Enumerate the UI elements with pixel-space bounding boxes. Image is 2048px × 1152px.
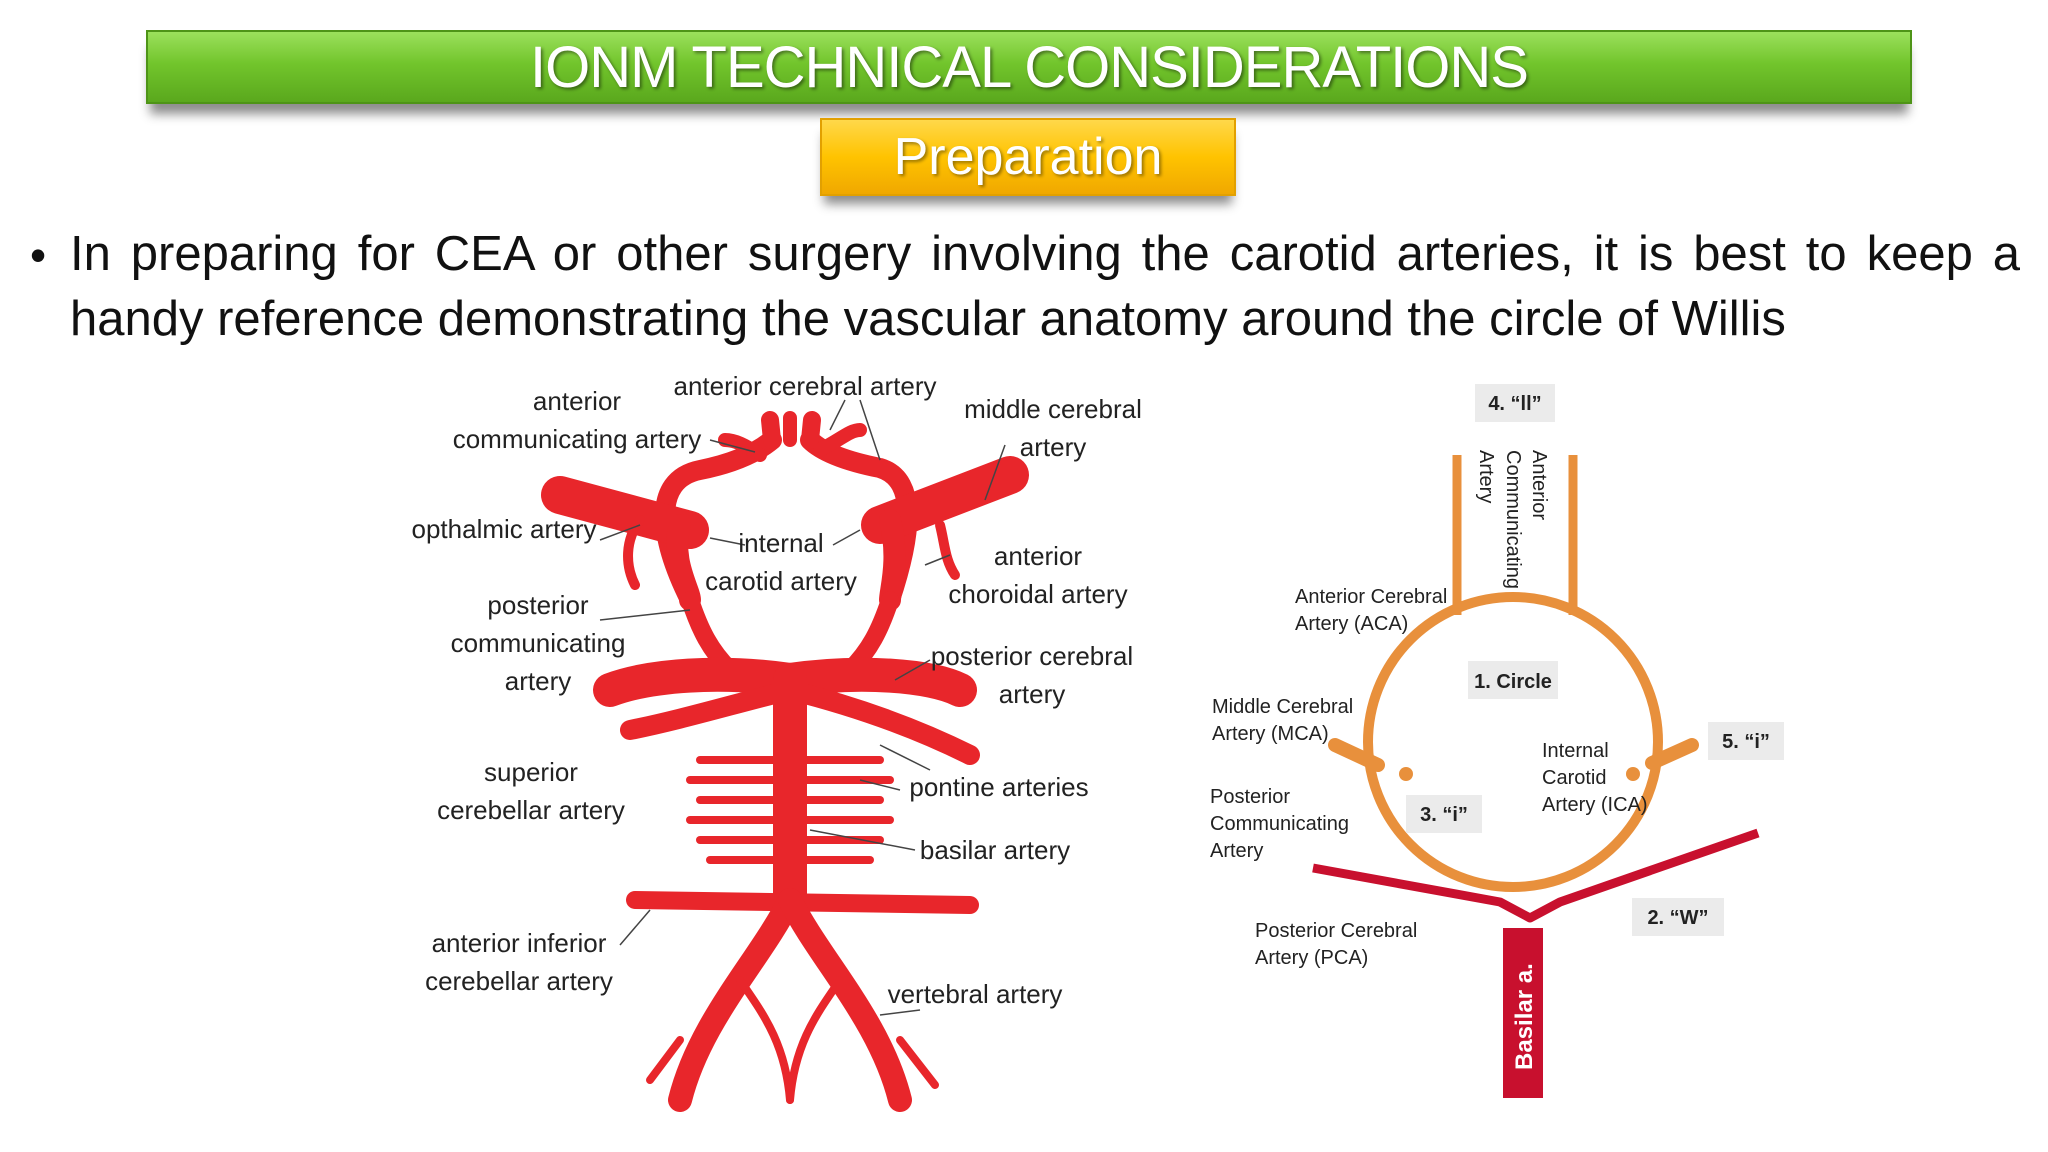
section-subtitle: Preparation xyxy=(893,128,1163,186)
box-4-label: 4. “ll” xyxy=(1488,393,1541,415)
box-5 xyxy=(1708,722,1784,760)
label-ica: Internal xyxy=(1542,740,1609,762)
label-superior-cerebellar: superior xyxy=(484,757,578,787)
mca-right-stub xyxy=(1645,738,1699,770)
label-pontine: pontine arteries xyxy=(909,772,1088,802)
label-opthalmic: opthalmic artery xyxy=(412,514,597,544)
label-acom: Artery xyxy=(1475,450,1497,503)
w-line xyxy=(1312,828,1760,923)
ica-left-dot xyxy=(1399,767,1413,781)
ica-right-dot xyxy=(1626,767,1640,781)
label-basilar-schematic: Basilar a. xyxy=(1511,963,1538,1070)
label-aica: cerebellar artery xyxy=(425,966,613,996)
bullet-point: • In preparing for CEA or other surgery … xyxy=(30,222,2020,352)
mca-left-stub xyxy=(1328,738,1385,772)
label-pca: Artery (PCA) xyxy=(1255,947,1368,969)
label-middle-cerebral: artery xyxy=(1020,432,1086,462)
circle-of-willis-schematic: 4. “ll” Artery Communicating Anterior An… xyxy=(1210,384,1784,1098)
subtitle-banner: Preparation xyxy=(820,118,1236,196)
label-middle-cerebral: middle cerebral xyxy=(964,394,1142,424)
box-4 xyxy=(1475,384,1555,422)
bullet-text: In preparing for CEA or other surgery in… xyxy=(70,227,2020,346)
label-aca: Artery (ACA) xyxy=(1295,613,1408,635)
label-posterior-cerebral: artery xyxy=(999,679,1065,709)
box-1-label: 1. Circle xyxy=(1474,671,1552,693)
label-acom: Communicating xyxy=(1502,450,1524,589)
label-superior-cerebellar: cerebellar artery xyxy=(437,795,625,825)
label-posterior-cerebral: posterior cerebral xyxy=(931,641,1133,671)
label-anterior-communicating: communicating artery xyxy=(453,424,702,454)
title-banner: IONM TECHNICAL CONSIDERATIONS xyxy=(146,30,1912,104)
box-1 xyxy=(1468,661,1558,699)
label-anterior-choroidal: choroidal artery xyxy=(948,579,1127,609)
label-aica: anterior inferior xyxy=(432,928,607,958)
label-pca: Posterior Cerebral xyxy=(1255,920,1417,942)
label-anterior-communicating: anterior xyxy=(533,386,621,416)
label-aca: Anterior Cerebral xyxy=(1295,586,1447,608)
box-2 xyxy=(1632,898,1724,936)
label-basilar: basilar artery xyxy=(920,835,1070,865)
label-mca: Middle Cerebral xyxy=(1212,696,1353,718)
label-pcom: Artery xyxy=(1210,840,1263,862)
label-posterior-communicating: communicating xyxy=(451,628,626,658)
box-3 xyxy=(1406,795,1482,833)
label-anterior-cerebral: anterior cerebral artery xyxy=(674,371,937,401)
label-anterior-choroidal: anterior xyxy=(994,541,1082,571)
label-ica: Carotid xyxy=(1542,767,1606,789)
label-posterior-communicating: artery xyxy=(505,666,571,696)
basilar-bar xyxy=(1503,928,1543,1098)
label-pcom: Communicating xyxy=(1210,813,1349,835)
label-ica: Artery (ICA) xyxy=(1542,794,1648,816)
leader-lines xyxy=(599,399,1006,1016)
box-5-label: 5. “i” xyxy=(1722,731,1770,753)
label-internal-carotid: carotid artery xyxy=(705,566,857,596)
circle-of-willis-illustration: anterior communicating artery anterior c… xyxy=(412,371,1142,1112)
label-internal-carotid: internal xyxy=(738,528,823,558)
label-acom: Anterior xyxy=(1528,450,1550,520)
box-3-label: 3. “i” xyxy=(1420,804,1468,826)
circle-shape xyxy=(1363,592,1663,892)
label-pcom: Posterior xyxy=(1210,786,1290,808)
label-posterior-communicating: posterior xyxy=(487,590,588,620)
bullet-dot-icon: • xyxy=(30,229,47,281)
artery-vessels xyxy=(541,411,1029,1112)
page-title: IONM TECHNICAL CONSIDERATIONS xyxy=(530,34,1529,100)
label-vertebral: vertebral artery xyxy=(888,979,1063,1009)
label-mca: Artery (MCA) xyxy=(1212,723,1329,745)
box-2-label: 2. “W” xyxy=(1647,907,1708,929)
